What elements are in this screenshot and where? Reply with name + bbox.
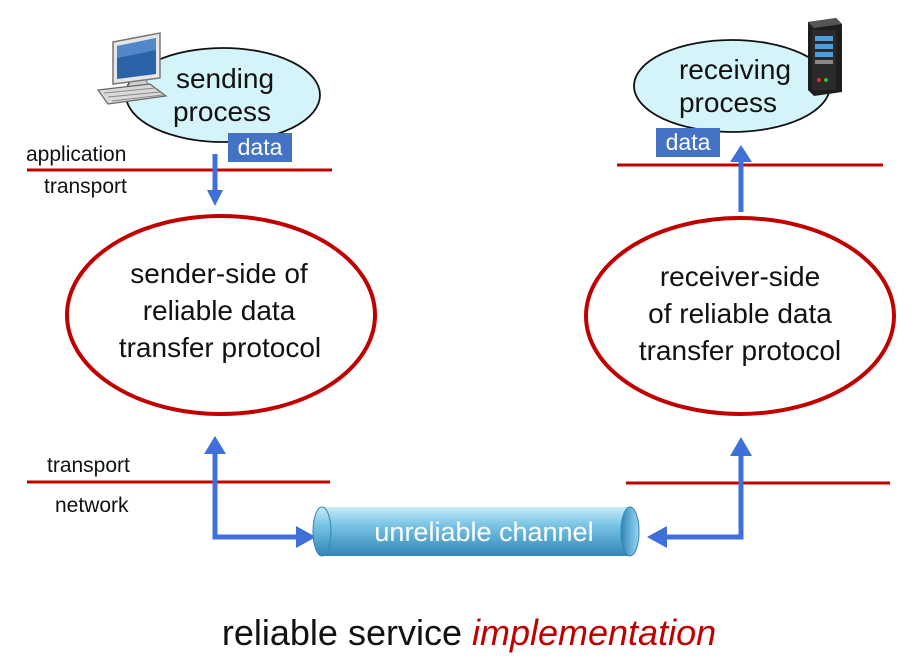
sender-channel-elbow-line xyxy=(212,448,298,540)
unreliable-channel-pipe xyxy=(312,506,640,557)
sender-protocol-ellipse xyxy=(65,214,377,416)
sender-right-arrowhead xyxy=(296,526,316,548)
server-tower-icon xyxy=(808,18,842,96)
caption: reliable service implementation xyxy=(222,612,716,653)
receiver-protocol-line2: of reliable data xyxy=(648,298,832,329)
sender-protocol-line2: reliable data xyxy=(143,295,296,326)
sending-process-label-line1: sending xyxy=(176,63,274,94)
sender-lower-transport-label: transport xyxy=(47,454,130,477)
receiver-protocol-ellipse xyxy=(584,216,896,416)
receiver-data-label: data xyxy=(666,129,711,155)
receiver-protocol-line1: receiver-side xyxy=(660,261,820,292)
sending-process-label-line2: process xyxy=(173,96,271,127)
sender-layer-transport-label: transport xyxy=(44,175,127,198)
sender-up-arrowhead xyxy=(204,436,226,454)
unreliable-channel-label: unreliable channel xyxy=(374,517,593,547)
sender-layer-application-label: application xyxy=(26,143,126,166)
caption-emphasis: implementation xyxy=(472,612,716,653)
receiver-data-box xyxy=(656,128,720,157)
receiver-protocol-line3: transfer protocol xyxy=(639,335,841,366)
sender-lower-network-label: network xyxy=(55,494,129,517)
receiver-left-arrowhead xyxy=(647,526,667,548)
sender-protocol-line3: transfer protocol xyxy=(119,332,321,363)
sender-data-label: data xyxy=(238,134,283,160)
sender-data-box xyxy=(228,133,292,162)
caption-normal: reliable service xyxy=(222,612,472,653)
receiver-up-arrowhead xyxy=(730,145,752,162)
receiver-up-to-protocol-arrowhead xyxy=(730,437,752,456)
receiving-process-label-line1: receiving xyxy=(679,54,791,85)
sender-protocol-line1: sender-side of xyxy=(130,258,308,289)
desktop-computer-icon xyxy=(96,32,168,105)
receiver-channel-elbow-line xyxy=(663,452,744,540)
receiving-process-label-line2: process xyxy=(679,87,777,118)
